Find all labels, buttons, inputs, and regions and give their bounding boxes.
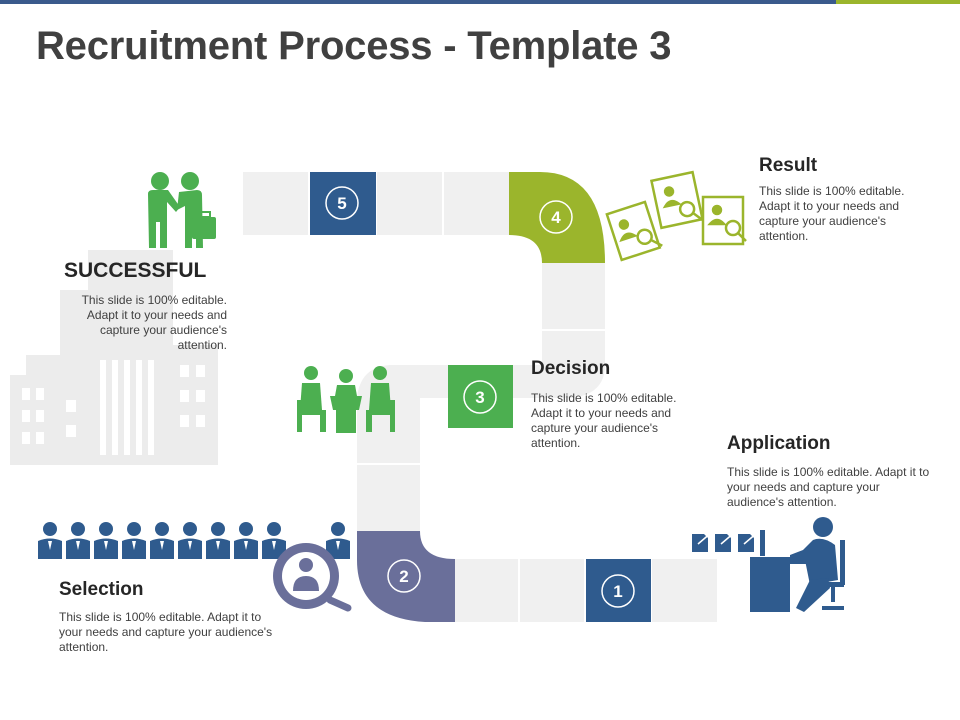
step-3-description: This slide is 100% editable. Adapt it to… (531, 391, 677, 450)
step-2-tile (357, 531, 455, 622)
step-5-heading: SUCCESSFUL (64, 259, 207, 282)
step-4-tile (509, 172, 605, 263)
step-1-badge (601, 574, 635, 608)
step-3-heading: Decision (531, 358, 611, 379)
step-3-number: 3 (475, 388, 484, 407)
top-accent-bar-green (836, 0, 960, 4)
step-2-heading: Selection (59, 579, 144, 600)
resume-review-icon (605, 170, 747, 262)
handshake-icon (148, 172, 216, 248)
meeting-table-icon (297, 366, 395, 433)
step-4-number: 4 (551, 208, 561, 227)
step-5-tile (310, 172, 376, 235)
step-2-badge (387, 559, 421, 593)
step-3-badge (463, 380, 497, 414)
people-row-icon (38, 522, 350, 559)
step-2-description: This slide is 100% editable. Adapt it to… (59, 610, 273, 654)
step-1-heading: Application (727, 433, 831, 454)
step-1-number: 1 (613, 582, 622, 601)
city-buildings-icon (10, 250, 218, 465)
page-title: Recruitment Process - Template 3 (36, 24, 672, 68)
step-2-number: 2 (399, 567, 408, 586)
step-5-description: This slide is 100% editable. Adapt it to… (81, 293, 227, 352)
track-path (243, 172, 717, 622)
candidate-search-icon (273, 543, 352, 612)
step-4-description: This slide is 100% editable. Adapt it to… (759, 184, 905, 243)
step-4-heading: Result (759, 155, 818, 176)
step-3-tile (448, 365, 513, 428)
step-1-tile (586, 559, 651, 622)
step-5-number: 5 (337, 194, 346, 213)
step-4-badge (539, 200, 573, 234)
step-1-description: This slide is 100% editable. Adapt it to… (727, 465, 930, 509)
step-5-badge (325, 186, 359, 220)
top-accent-bar (0, 0, 836, 4)
desk-worker-icon (692, 517, 845, 612)
